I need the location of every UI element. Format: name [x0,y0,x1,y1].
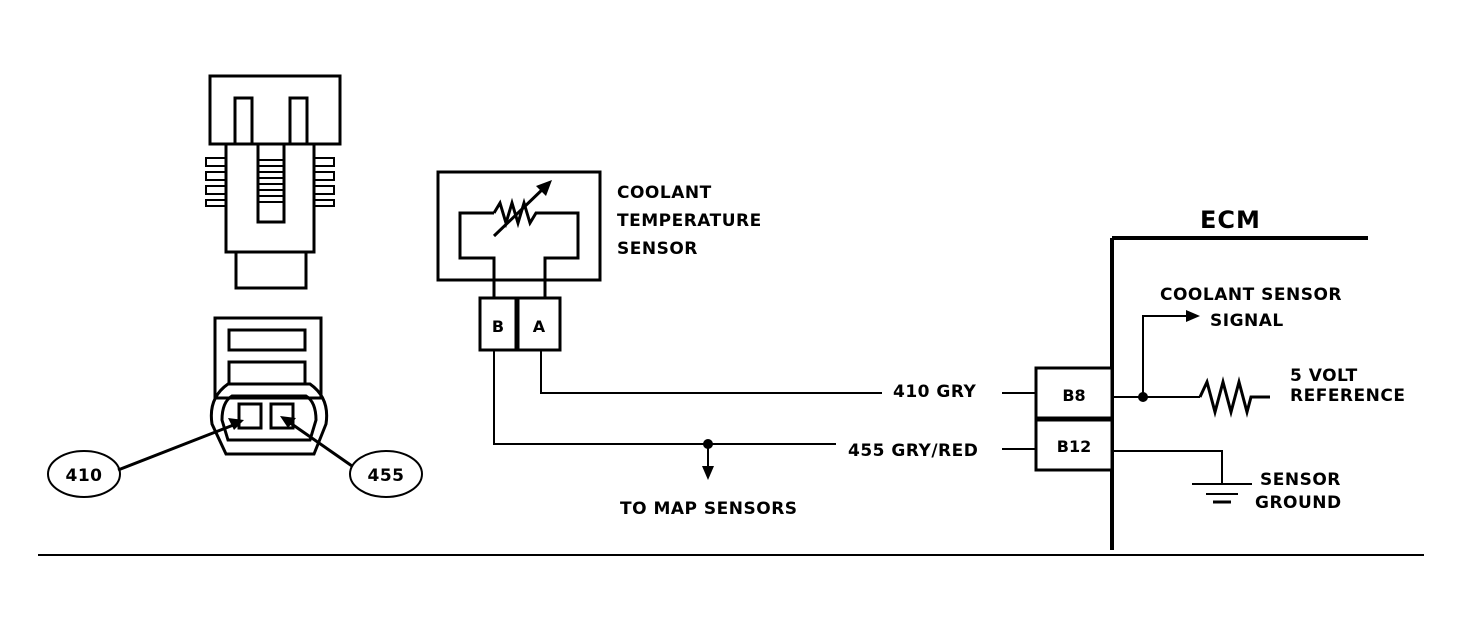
sensor-pin-b: B [492,317,504,336]
resistor-icon [1198,376,1270,418]
ecm-pin-b12-box [1034,418,1114,472]
wire-410-label: 410 GRY [893,382,977,402]
sensor-label-line3: SENSOR [617,239,698,259]
signal-label-line2: SIGNAL [1210,311,1284,331]
thermistor-icon [492,197,540,229]
wire-410: 410 GRY [540,350,1036,402]
sensor-label-line1: COOLANT [617,183,712,203]
reference-label-line2: REFERENCE [1290,386,1405,406]
sensor-label-line2: TEMPERATURE [617,211,762,231]
callout-410: 410 [47,450,121,498]
sensor-socket [209,316,329,456]
harness-plug [205,74,342,290]
ecm-title: ECM [1200,206,1261,234]
callout-leaders [117,416,353,472]
ground-label-line1: SENSOR [1260,470,1341,490]
reference-label-line1: 5 VOLT [1290,366,1358,386]
sensor-pin-a: A [533,317,546,336]
wire-455: 455 GRY/RED TO MAP SENSORS [493,350,1036,519]
map-sensors-label: TO MAP SENSORS [620,499,798,519]
ecm-pin-b12: B12 [1057,437,1091,456]
ground-icon [1192,483,1252,504]
callout-455-label: 455 [368,466,405,486]
callout-410-label: 410 [66,466,103,486]
ecm-module: ECM B8 B12 COOLANT SENSOR SIGNAL 5 VOLT … [1034,206,1405,550]
arrow-right-icon [1186,310,1200,322]
coolant-temperature-sensor: B A COOLANT TEMPERATURE SENSOR [436,170,762,352]
connector-illustration: 410 455 [47,74,423,498]
ground-label-line2: GROUND [1255,493,1342,513]
ecm-pin-b8: B8 [1062,386,1085,405]
signal-label-line1: COOLANT SENSOR [1160,285,1342,305]
arrow-down-icon [702,466,714,480]
wire-455-label: 455 GRY/RED [848,441,978,461]
callout-455: 455 [349,450,423,498]
ecm-pin-b8-box [1034,366,1114,420]
